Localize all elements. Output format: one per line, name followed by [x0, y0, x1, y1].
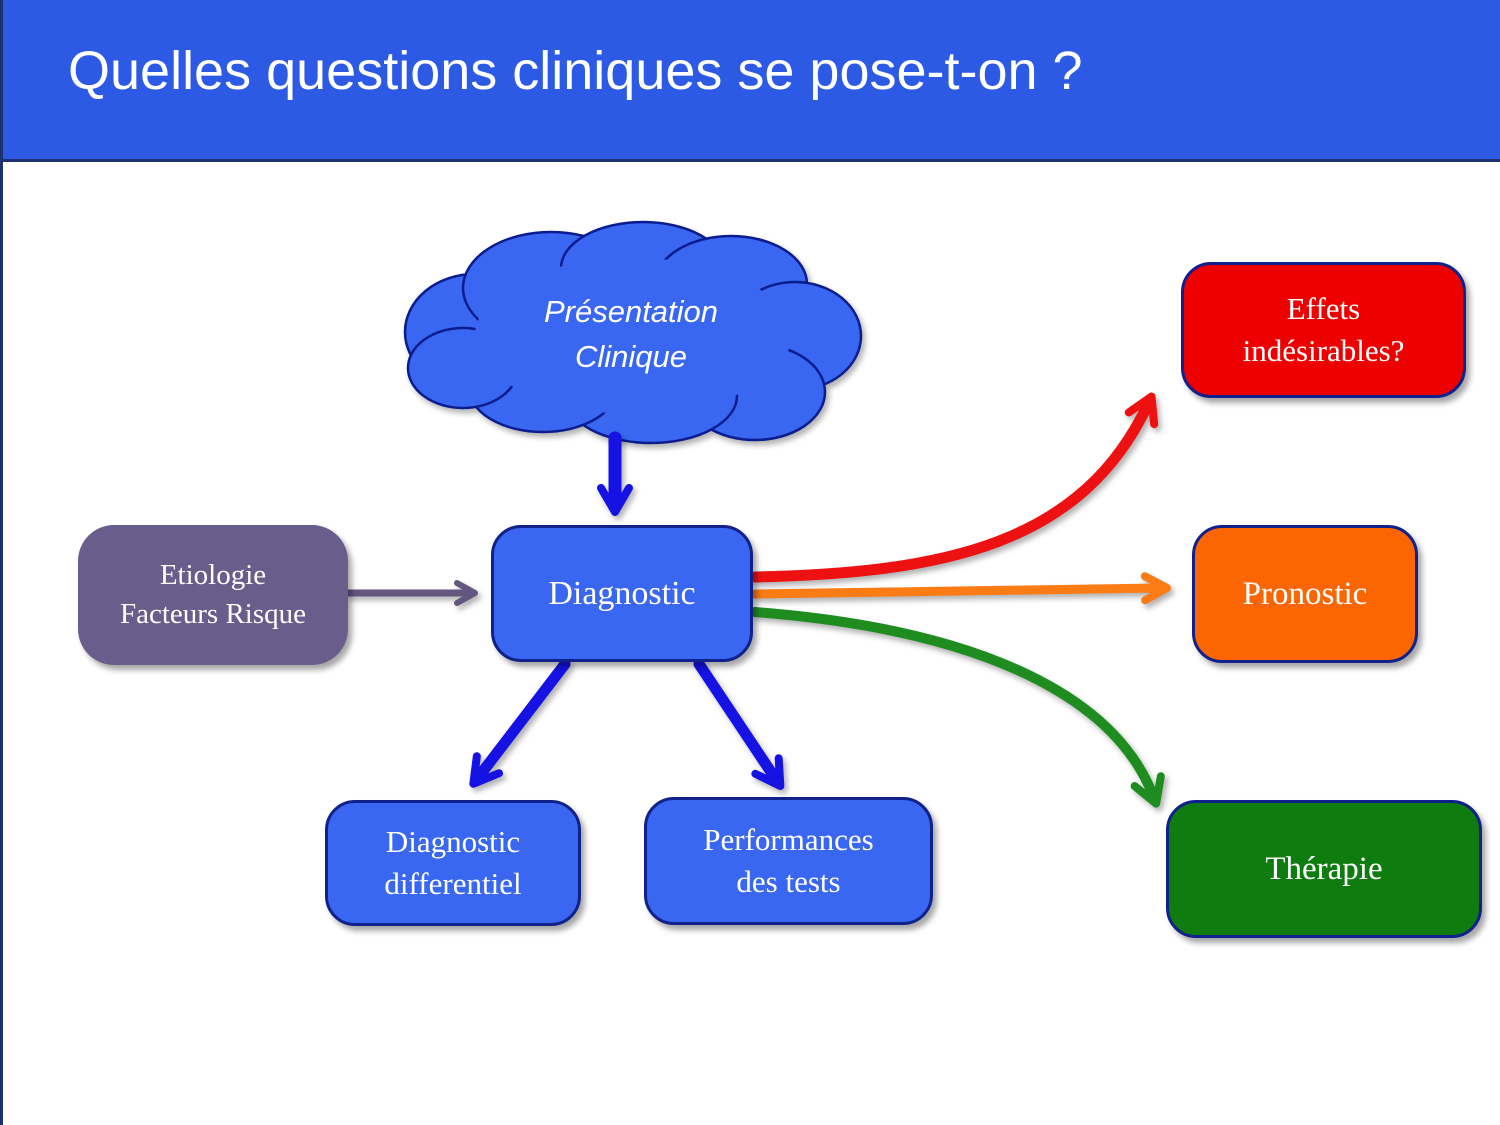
node-effets-indesirables: Effets indésirables? [1181, 262, 1466, 398]
title-bar: Quelles questions cliniques se pose-t-on… [3, 0, 1500, 162]
node-therapie: Thérapie [1166, 800, 1482, 938]
cloud-shape [403, 220, 863, 445]
arrow-diagnostic-to-pronostic [750, 572, 1171, 605]
node-diagnostic: Diagnostic [491, 525, 753, 662]
arrow-diagnostic-to-effets [749, 392, 1159, 583]
arrow-diagnostic-to-therapie [750, 607, 1165, 808]
diagram-canvas [344, 220, 1171, 808]
node-etiologie: Etiologie Facteurs Risque [78, 525, 348, 665]
page-title: Quelles questions cliniques se pose-t-on… [68, 41, 1083, 101]
arrow-diagnostic-to-performances [693, 658, 785, 790]
node-pronostic: Pronostic [1192, 525, 1418, 663]
node-performances-des-tests: Performances des tests [644, 797, 933, 925]
cloud-label: Présentation Clinique [543, 294, 719, 374]
node-diagnostic-differentiel: Diagnostic differentiel [325, 800, 581, 926]
arrow-diagnostic-to-differentiel [469, 658, 571, 788]
